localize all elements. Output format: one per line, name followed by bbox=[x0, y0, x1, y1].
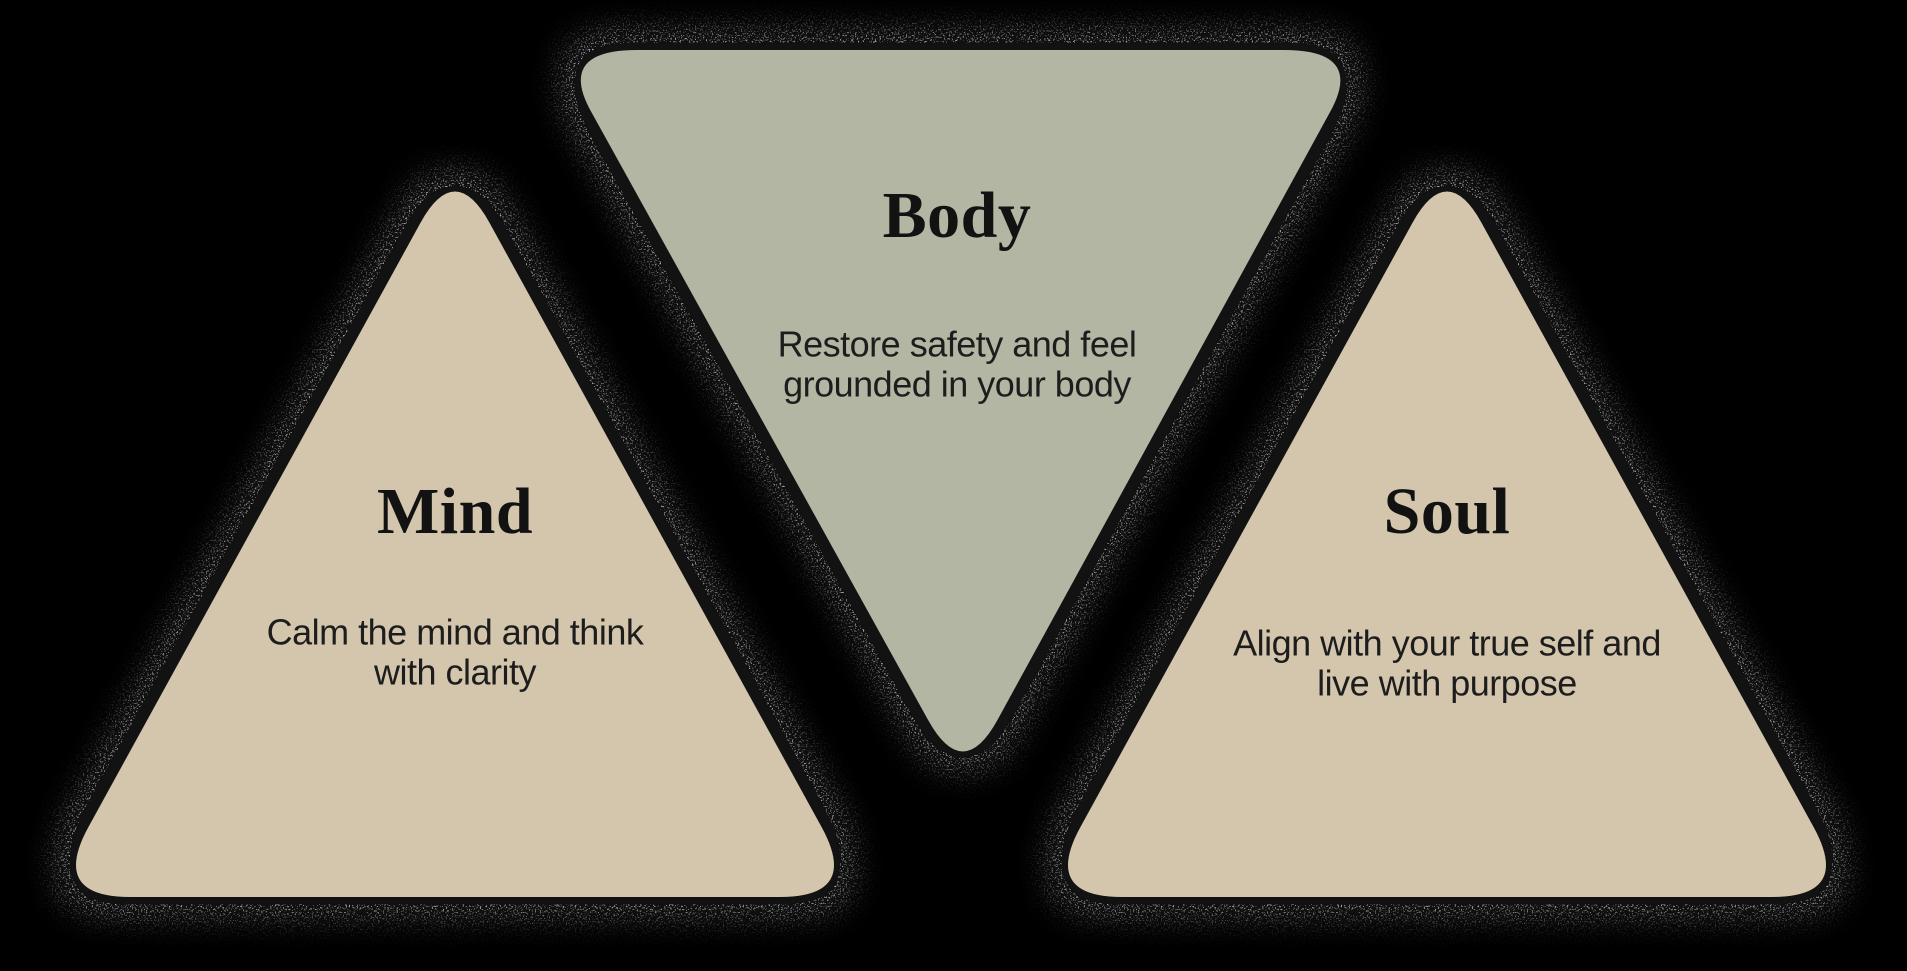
body-triangle-shape bbox=[580, 50, 1341, 752]
soul-triangle bbox=[1067, 191, 1827, 898]
mind-triangle-shape bbox=[75, 191, 835, 898]
mind-triangle bbox=[75, 191, 835, 898]
soul-triangle-shape bbox=[1067, 191, 1827, 898]
body-triangle bbox=[580, 50, 1341, 752]
